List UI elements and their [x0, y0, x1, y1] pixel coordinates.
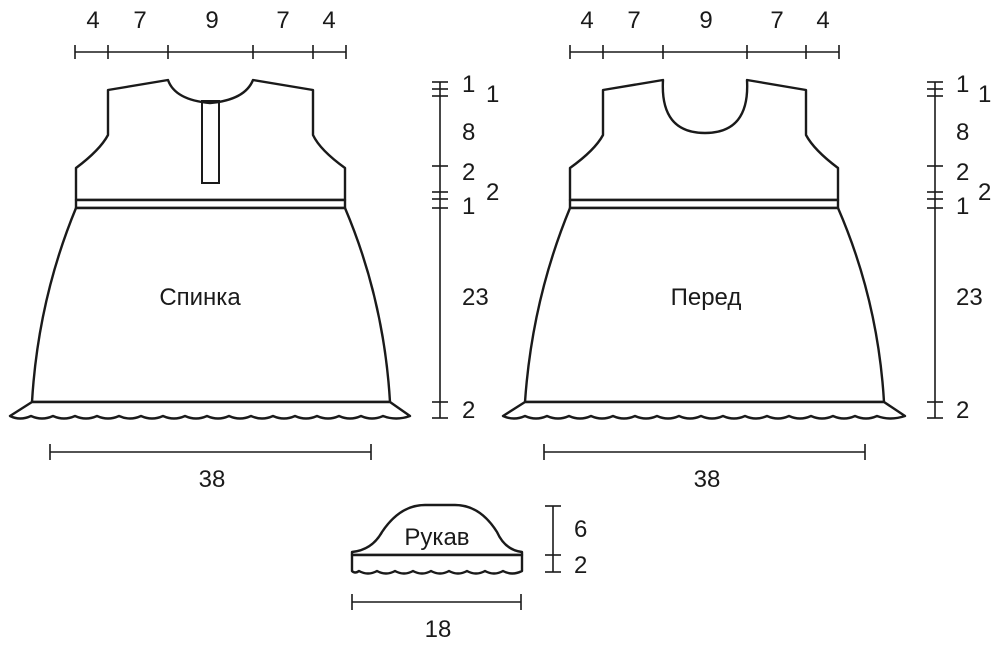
front-top-width-5: 4 [816, 7, 829, 34]
front-height-side-2: 2 [978, 179, 991, 206]
front-top-width-2: 7 [627, 7, 640, 34]
front-piece: 4 7 9 7 4 Перед 38 [501, 7, 907, 493]
back-ruffle [8, 400, 412, 420]
back-height-23: 23 [462, 284, 489, 311]
back-height-1: 1 [462, 71, 475, 98]
sleeve-cap [350, 503, 524, 557]
sleeve-height-2: 2 [574, 552, 587, 579]
front-bodice [568, 78, 840, 202]
sleeve-piece: Рукав 6 2 18 [350, 503, 587, 643]
back-height-dimension: 1 8 2 1 23 2 1 2 [432, 71, 499, 424]
back-height-8: 8 [462, 119, 475, 146]
front-top-width-1: 4 [580, 7, 593, 34]
front-height-2: 2 [956, 159, 969, 186]
sleeve-width: 18 [425, 616, 452, 643]
sleeve-width-dimension: 18 [351, 594, 522, 643]
back-height-hem: 2 [462, 397, 475, 424]
back-top-dimension: 4 7 9 7 4 [74, 7, 347, 59]
back-height-1b: 1 [462, 193, 475, 220]
sleeve-label: Рукав [404, 524, 469, 551]
sleeve-cuff [350, 553, 524, 575]
front-height-23: 23 [956, 284, 983, 311]
back-top-width-3: 9 [205, 7, 218, 34]
front-bottom-dimension: 38 [543, 444, 866, 493]
back-top-width-5: 4 [322, 7, 335, 34]
front-height-8: 8 [956, 119, 969, 146]
back-top-width-2: 7 [133, 7, 146, 34]
back-piece: 4 7 9 7 4 Спинка 38 [8, 7, 412, 493]
back-bottom-dimension: 38 [49, 444, 372, 493]
front-height-dimension: 1 8 2 1 23 2 1 2 [927, 71, 991, 424]
back-bodice [74, 78, 347, 202]
front-label: Перед [671, 284, 742, 311]
front-top-width-3: 9 [699, 7, 712, 34]
front-ruffle [501, 400, 907, 420]
front-height-side-1: 1 [978, 81, 991, 108]
back-label: Спинка [159, 284, 241, 311]
back-top-width-1: 4 [86, 7, 99, 34]
front-top-dimension: 4 7 9 7 4 [569, 7, 840, 59]
back-bottom-width: 38 [199, 466, 226, 493]
front-height-1b: 1 [956, 193, 969, 220]
back-height-side-2: 2 [486, 179, 499, 206]
front-height-1: 1 [956, 71, 969, 98]
sleeve-height-6: 6 [574, 516, 587, 543]
front-bottom-width: 38 [694, 466, 721, 493]
sleeve-height-dimension: 6 2 [545, 505, 587, 579]
front-height-hem: 2 [956, 397, 969, 424]
back-placket [201, 100, 220, 184]
front-top-width-4: 7 [770, 7, 783, 34]
back-height-side-1: 1 [486, 81, 499, 108]
back-height-2: 2 [462, 159, 475, 186]
back-top-width-4: 7 [276, 7, 289, 34]
